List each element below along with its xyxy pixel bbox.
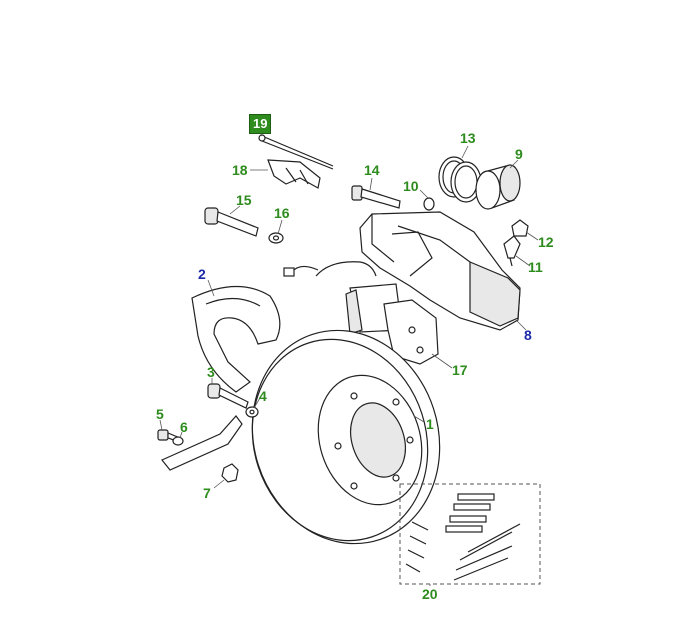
callout-14[interactable]: 14 — [364, 162, 380, 178]
callout-4[interactable]: 4 — [259, 388, 267, 404]
callout-10[interactable]: 10 — [403, 178, 419, 194]
callout-9[interactable]: 9 — [515, 146, 523, 162]
callout-17[interactable]: 17 — [452, 362, 468, 378]
part-11-bleed-screw[interactable] — [503, 235, 521, 267]
callout-1[interactable]: 1 — [426, 416, 434, 432]
part-8-caliper[interactable] — [283, 211, 521, 331]
part-6-washer[interactable] — [172, 436, 184, 446]
callout-18[interactable]: 18 — [232, 162, 248, 178]
part-1-brake-disc[interactable] — [225, 306, 467, 568]
callout-3[interactable]: 3 — [207, 364, 215, 380]
part-2-dust-shield[interactable] — [191, 285, 281, 393]
part-9-piston[interactable] — [475, 164, 521, 210]
callout-12[interactable]: 12 — [538, 234, 554, 250]
callout-8[interactable]: 8 — [524, 327, 532, 343]
callout-5[interactable]: 5 — [156, 406, 164, 422]
callout-6[interactable]: 6 — [180, 419, 188, 435]
part-17-brake-pads[interactable] — [345, 283, 439, 365]
part-15-bolt[interactable] — [204, 207, 259, 237]
part-19-pad-pin[interactable] — [258, 134, 334, 170]
part-16-washer[interactable] — [268, 232, 284, 244]
callout-2[interactable]: 2 — [198, 266, 206, 282]
part-10-ring[interactable] — [423, 197, 435, 211]
part-14-bolt[interactable] — [351, 185, 401, 209]
leader-lines — [159, 131, 539, 586]
part-12-bleed-cap[interactable] — [511, 219, 529, 237]
callout-13[interactable]: 13 — [460, 130, 476, 146]
part-13-seals[interactable] — [438, 156, 482, 203]
part-4-washer[interactable] — [245, 406, 259, 418]
part-3-bolt[interactable] — [207, 383, 249, 409]
callout-19[interactable]: 19 — [249, 114, 272, 134]
callout-7[interactable]: 7 — [203, 485, 211, 501]
part-7-nut[interactable] — [221, 463, 239, 483]
callout-16[interactable]: 16 — [274, 205, 290, 221]
callout-20[interactable]: 20 — [422, 586, 438, 602]
part-18-spring-clip[interactable] — [267, 159, 321, 189]
callout-15[interactable]: 15 — [236, 192, 252, 208]
sensor-bracket — [161, 415, 243, 471]
part-20-fitting-kit[interactable] — [399, 483, 541, 585]
callout-11[interactable]: 11 — [528, 259, 543, 275]
